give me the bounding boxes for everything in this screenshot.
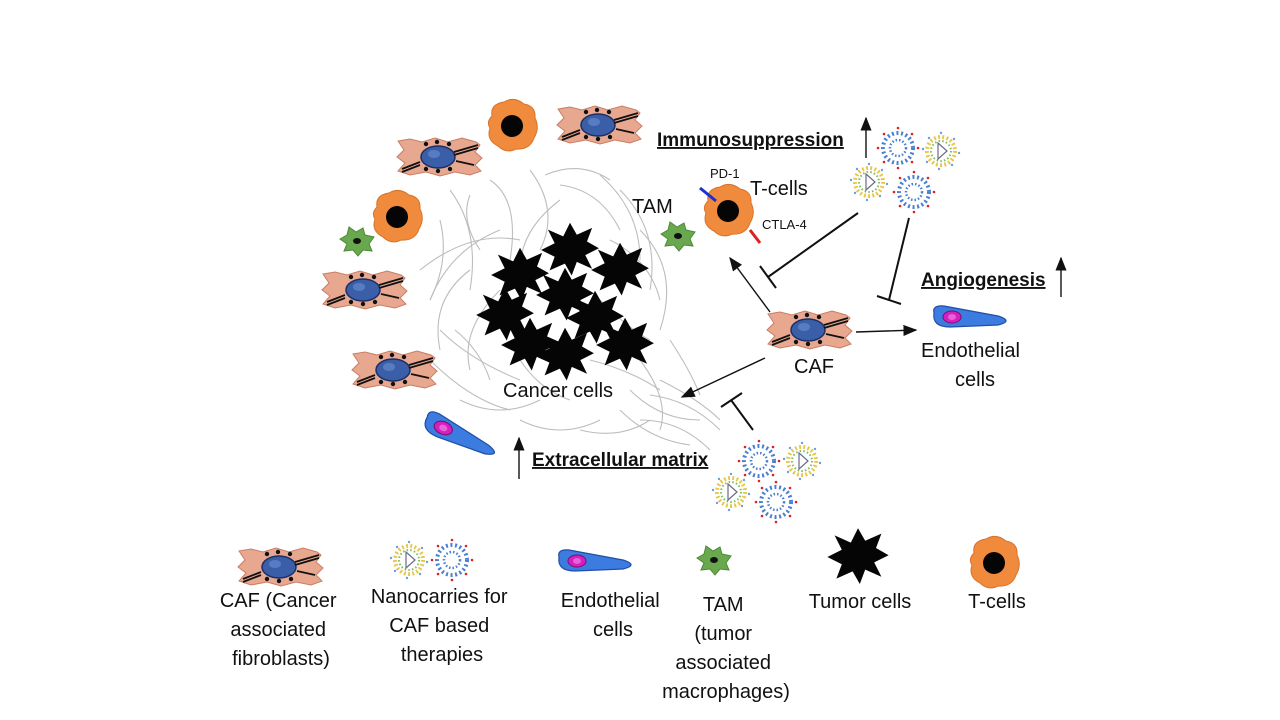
cancer-cells-label: Cancer cells <box>503 380 613 402</box>
extracellular-matrix-label: Extracellular matrix <box>532 450 709 471</box>
legend-tcells-text: T-cells <box>968 591 1026 613</box>
nanocarrier-group-bottom <box>709 437 824 526</box>
tam-label: TAM <box>632 196 673 218</box>
caf-to-matrix-arrow <box>680 357 766 398</box>
tumor-cell <box>591 242 649 296</box>
tumor-cell <box>491 247 549 301</box>
legend-caf-text: CAF (Cancer associated fibroblasts) <box>220 590 342 670</box>
legend-nanocarrier-text: Nanocarries for CAF based therapies <box>371 586 513 666</box>
nanocarrier <box>752 478 800 526</box>
legend-tumor-text: Tumor cells <box>809 591 912 613</box>
cancer-cell-cluster <box>476 222 654 381</box>
legend: CAF (Cancer associated fibroblasts) Nano… <box>220 528 1026 703</box>
caf-cell <box>396 137 483 177</box>
caf-cell <box>351 350 438 390</box>
legend-nanocarrier-icon <box>387 538 431 582</box>
caf-cell <box>556 105 643 145</box>
angiogenesis-label: Angiogenesis <box>921 270 1046 291</box>
ctla4-receptor <box>748 229 762 244</box>
ctla4-label: CTLA-4 <box>762 217 807 232</box>
inhibition-angiogenesis <box>888 217 910 301</box>
legend-endothelial-text: Endothelial cells <box>561 590 666 641</box>
legend-tam-text: TAM (tumor associated macrophages) <box>662 594 790 703</box>
tam-cell <box>660 221 696 252</box>
nanocarrier <box>919 129 963 173</box>
caf-label: CAF <box>794 356 834 378</box>
legend-tam-icon <box>696 545 732 576</box>
t-cells-label: T-cells <box>750 178 808 200</box>
tumor-cell <box>536 327 594 381</box>
caf-cell <box>321 270 408 310</box>
inhibition-immunosuppression <box>767 212 859 278</box>
immunosuppression-label: Immunosuppression <box>657 130 844 151</box>
endothelial-cell <box>420 409 501 460</box>
t-cell <box>487 98 538 152</box>
caf-to-endothelial-arrow <box>855 324 918 337</box>
inhibition-matrix-bar <box>720 392 743 408</box>
endothelial-cell <box>933 305 1007 328</box>
legend-tcell-icon <box>969 535 1020 589</box>
endothelial-label-line1: Endothelial <box>921 340 1020 362</box>
t-cell <box>372 189 423 243</box>
inhibition-matrix <box>730 399 754 431</box>
caf-to-tcell-arrow <box>729 256 771 313</box>
pd1-receptor <box>699 186 717 203</box>
tumor-cell <box>596 317 654 371</box>
inhibition-angiogenesis-bar <box>876 295 902 305</box>
nanocarrier <box>847 160 891 204</box>
tumor-cell <box>541 222 599 276</box>
legend-tumor-icon <box>827 528 889 584</box>
nanocarrier <box>874 124 922 172</box>
nanocarrier <box>735 437 783 485</box>
inhibition-immunosuppression-bar <box>759 265 777 289</box>
t-cell <box>703 183 754 237</box>
nanocarrier <box>780 439 824 483</box>
tam-cell <box>339 226 375 257</box>
legend-endothelial-icon <box>558 549 632 572</box>
endothelial-label-line2: cells <box>955 369 995 391</box>
legend-nanocarrier-icon <box>428 536 476 584</box>
legend-caf-icon <box>237 547 324 587</box>
nanocarrier <box>709 470 753 514</box>
nanocarrier <box>890 168 938 216</box>
pd1-label: PD-1 <box>710 166 740 181</box>
caf-cell <box>766 310 853 350</box>
